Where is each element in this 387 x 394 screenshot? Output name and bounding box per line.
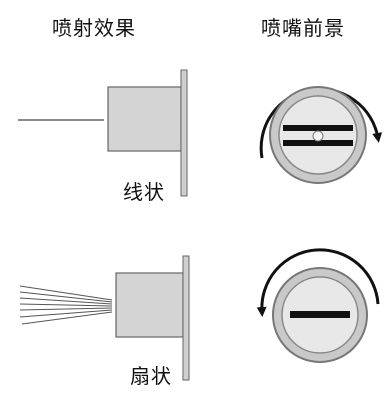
row-fan xyxy=(19,248,380,381)
fan-spray-stream xyxy=(19,307,113,311)
rotation-arrow-counterclockwise xyxy=(256,248,380,317)
fan-spray-stream xyxy=(19,303,113,307)
header-nozzle-front: 喷嘴前景 xyxy=(261,16,345,40)
nozzle-body-side xyxy=(107,86,182,152)
label-fan: 扇状 xyxy=(130,364,172,388)
fan-spray-stream xyxy=(19,297,113,305)
label-linear: 线状 xyxy=(123,180,165,204)
nozzle-slot xyxy=(290,311,350,318)
fan-spray-stream xyxy=(19,291,113,303)
nozzle-flange-side xyxy=(182,255,190,381)
nozzle-orifice xyxy=(312,130,324,142)
fan-spray-stream xyxy=(19,285,113,301)
nozzle-slot-top xyxy=(283,125,353,131)
nozzle-flange-side xyxy=(180,69,188,197)
nozzle-body-side xyxy=(115,272,184,338)
header-spray-effect: 喷射效果 xyxy=(52,16,136,40)
fan-spray-stream xyxy=(19,309,113,318)
fan-spray-stream xyxy=(21,311,113,325)
row-linear xyxy=(18,69,383,197)
nozzle-slot-bottom xyxy=(283,140,353,146)
